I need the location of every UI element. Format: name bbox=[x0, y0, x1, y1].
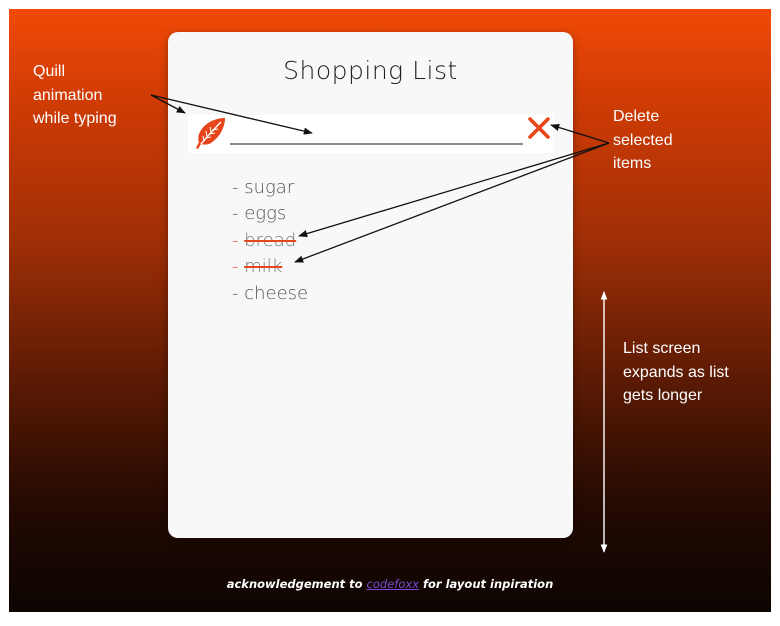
list-item-label: sugar bbox=[244, 177, 295, 198]
list-item-label: bread bbox=[244, 229, 297, 251]
item-input[interactable] bbox=[230, 119, 523, 145]
quill-icon bbox=[196, 118, 225, 149]
list-item[interactable]: - eggs bbox=[232, 201, 308, 227]
annotation-line: expands as list bbox=[623, 363, 729, 381]
annotation-line: Delete bbox=[613, 108, 660, 125]
annotation-expand: List screen expands as list gets longer bbox=[623, 337, 763, 408]
background-gradient: Shopping List - sugar - eggs bbox=[9, 9, 771, 612]
footer: acknowledgement to codefoxx for layout i… bbox=[9, 577, 771, 591]
list-bullet: - bbox=[232, 282, 245, 304]
list-bullet: - bbox=[232, 256, 245, 278]
list-item-label: cheese bbox=[244, 282, 309, 304]
page-title: Shopping List bbox=[283, 56, 458, 85]
close-icon bbox=[528, 117, 550, 139]
footer-prefix: acknowledgement to bbox=[226, 577, 363, 591]
list-item[interactable]: - bread bbox=[232, 228, 308, 254]
annotation-line: animation bbox=[33, 86, 103, 104]
list-item[interactable]: - cheese bbox=[232, 281, 308, 307]
list-bullet: - bbox=[232, 203, 245, 225]
list-bullet: - bbox=[232, 229, 245, 251]
list-bullet: - bbox=[232, 177, 245, 198]
annotation-line: selected bbox=[613, 131, 673, 149]
annotation-quill: Quill animation while typing bbox=[33, 60, 153, 131]
annotation-line: List screen bbox=[623, 340, 701, 357]
annotation-line: gets longer bbox=[623, 387, 703, 404]
codefoxx-link[interactable]: codefoxx bbox=[366, 577, 419, 591]
footer-suffix: for layout inpiration bbox=[423, 577, 554, 591]
annotation-line: Quill bbox=[33, 63, 66, 80]
list-item-label: eggs bbox=[244, 203, 287, 225]
list-item[interactable]: - milk bbox=[232, 254, 308, 280]
add-item-row bbox=[188, 115, 553, 153]
list-item[interactable]: - sugar bbox=[232, 175, 308, 201]
shopping-list-card: Shopping List - sugar - eggs bbox=[168, 32, 573, 538]
annotation-line: items bbox=[613, 155, 652, 172]
list-item-label: milk bbox=[244, 256, 283, 278]
annotation-delete: Delete selected items bbox=[613, 105, 713, 176]
delete-selected-button[interactable] bbox=[525, 114, 553, 142]
annotation-line: while typing bbox=[33, 110, 117, 127]
shopping-list: - sugar - eggs - bread - milk - cheese bbox=[232, 175, 308, 307]
